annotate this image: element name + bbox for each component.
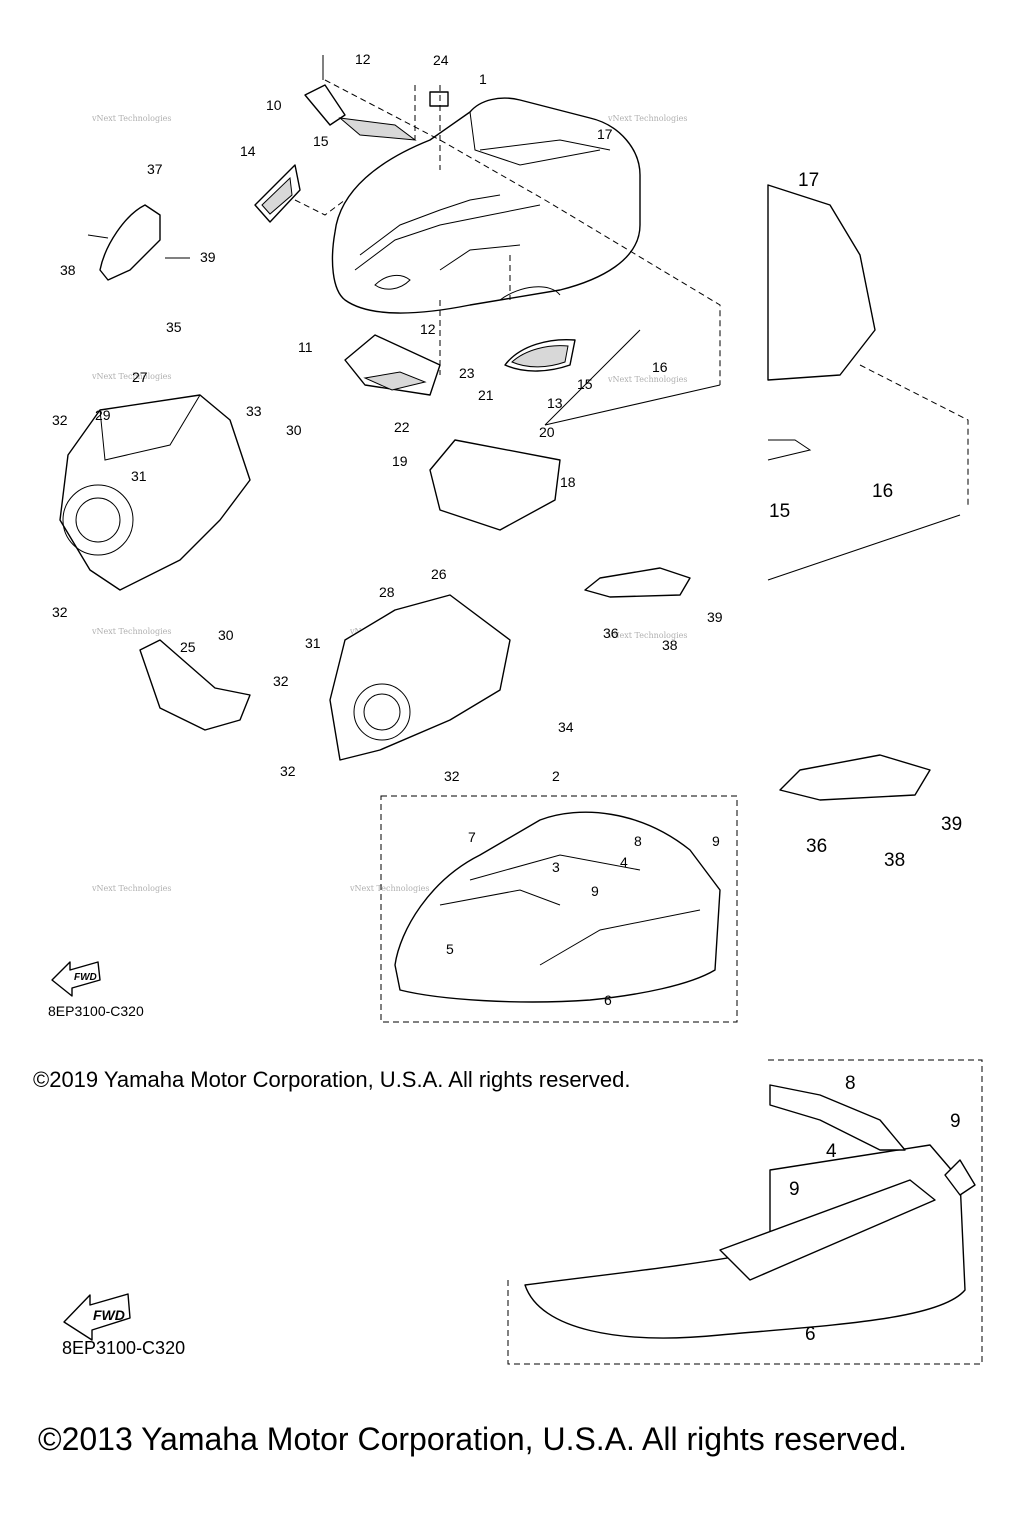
- callout: 27: [132, 369, 148, 385]
- callout: 32: [280, 763, 296, 779]
- callout: 15: [577, 376, 593, 392]
- callout: 33: [246, 403, 262, 419]
- watermark: vNext Technologies: [91, 114, 171, 123]
- callout: 9: [591, 883, 599, 899]
- callout: 38: [662, 637, 678, 653]
- part-26-side-panel: [329, 594, 511, 761]
- hood-part-1: [331, 97, 641, 314]
- callout: 9: [950, 1111, 961, 1132]
- callout: 22: [394, 419, 410, 435]
- callout: 7: [468, 829, 476, 845]
- callout: 20: [539, 424, 555, 440]
- part-25-lower-panel: [139, 639, 251, 731]
- callout: 36: [806, 836, 827, 857]
- callout: 32: [444, 768, 460, 784]
- part-2-assembly: [380, 795, 738, 1023]
- callout: 8: [634, 833, 642, 849]
- callout-labels: 12 24 1 10 15 17 14 37 39 38 35 12 11 16…: [52, 51, 962, 1345]
- callout: 5: [446, 941, 454, 957]
- callout: 11: [298, 339, 313, 355]
- callout: 37: [147, 161, 163, 177]
- part-36-cover-small: [584, 567, 691, 598]
- callout: 6: [604, 992, 612, 1008]
- assembly-lines: [294, 79, 721, 426]
- watermark: vNext Technologies: [91, 884, 171, 893]
- callout: 17: [798, 170, 819, 191]
- watermark: vNext Technologies: [607, 114, 687, 123]
- fwd-label: FWD: [74, 972, 97, 983]
- fwd-label: FWD: [93, 1307, 125, 1323]
- callout: 30: [218, 627, 234, 643]
- callout: 31: [131, 468, 147, 484]
- part-10-strip: [304, 55, 449, 141]
- callout: 30: [286, 422, 302, 438]
- callout: 3: [552, 859, 560, 875]
- part-37-cover: [87, 204, 190, 281]
- callout: 21: [478, 387, 494, 403]
- part-14-scoop: [254, 164, 301, 223]
- callout: 39: [707, 609, 723, 625]
- fwd-arrow-small: FWD: [51, 961, 101, 997]
- part-11-vent: [344, 334, 441, 396]
- callout: 23: [459, 365, 475, 381]
- callout: 12: [355, 51, 371, 67]
- callout: 8: [845, 1073, 856, 1094]
- callout: 39: [941, 814, 962, 835]
- watermark: vNext Technologies: [349, 884, 429, 893]
- callout: 1: [479, 71, 487, 87]
- callout: 9: [789, 1179, 800, 1200]
- callout: 28: [379, 584, 395, 600]
- callout: 29: [95, 407, 111, 423]
- callout: 15: [769, 501, 790, 522]
- callout: 9: [712, 833, 720, 849]
- callout: 25: [180, 639, 196, 655]
- fwd-arrow-large: FWD: [63, 1293, 131, 1341]
- part-27-side-panel: [59, 394, 251, 591]
- callout: 38: [884, 850, 905, 871]
- callout: 31: [305, 635, 321, 651]
- callout: 2: [552, 768, 560, 784]
- callout: 32: [52, 604, 68, 620]
- watermark: vNext Technologies: [91, 372, 171, 381]
- watermark: vNext Technologies: [607, 631, 687, 640]
- callout: 34: [558, 719, 574, 735]
- callout: 32: [273, 673, 289, 689]
- callout: 39: [200, 249, 216, 265]
- part-36-cover-large: [779, 754, 931, 801]
- copyright-2013: ©2013 Yamaha Motor Corporation, U.S.A. A…: [38, 1421, 907, 1457]
- callout: 10: [266, 97, 282, 113]
- watermark: vNext Technologies: [91, 627, 171, 636]
- callout: 15: [313, 133, 329, 149]
- callout: 19: [392, 453, 408, 469]
- diagram-code: 8EP3100-C320: [48, 1003, 144, 1019]
- callout: 16: [872, 481, 893, 502]
- copyright-2019: ©2019 Yamaha Motor Corporation, U.S.A. A…: [33, 1067, 630, 1092]
- callout: 32: [52, 412, 68, 428]
- part-17-side-view: [767, 184, 969, 581]
- callout: 14: [240, 143, 256, 159]
- part-2-detail: [507, 1059, 983, 1365]
- callout: 6: [805, 1324, 816, 1345]
- callout: 38: [60, 262, 76, 278]
- callout: 24: [433, 52, 449, 68]
- callout: 4: [826, 1141, 837, 1162]
- part-19-tray: [429, 439, 561, 531]
- part-13-vent: [504, 338, 576, 372]
- callout: 35: [166, 319, 182, 335]
- callout: 26: [431, 566, 447, 582]
- watermark: vNext Technologies: [607, 375, 687, 384]
- callout: 17: [597, 126, 613, 142]
- callout: 16: [652, 359, 668, 375]
- diagram-code: 8EP3100-C320: [62, 1338, 185, 1358]
- callout: 4: [620, 854, 628, 870]
- callout: 12: [420, 321, 436, 337]
- callout: 18: [560, 474, 576, 490]
- callout: 13: [547, 395, 563, 411]
- callout: 36: [603, 625, 619, 641]
